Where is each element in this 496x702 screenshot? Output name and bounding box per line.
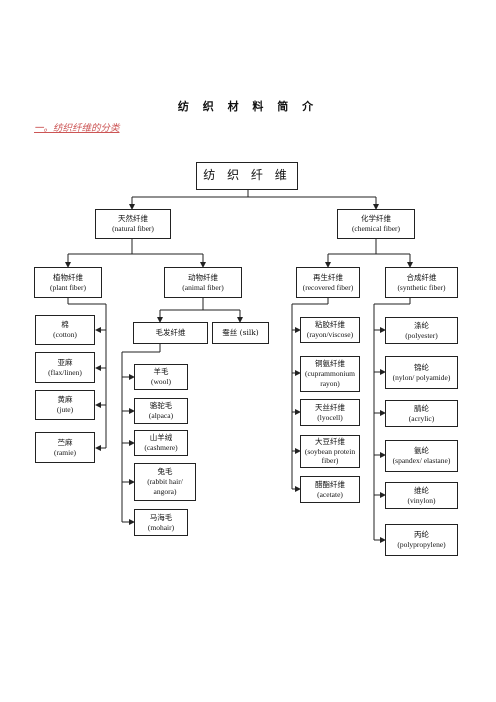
item-zh: 涤纶 — [414, 320, 429, 330]
page-title: 纺 织 材 料 简 介 — [177, 100, 319, 113]
hair-item: 骆驼毛 (alpaca) — [134, 398, 188, 424]
item-en: (acetate) — [317, 489, 343, 499]
item-zh: 醋酯纤维 — [315, 479, 345, 489]
item-en: (wool) — [151, 377, 171, 386]
item-zh: 天丝纤维 — [315, 402, 345, 412]
item-zh: 氨纶 — [414, 446, 429, 456]
item-zh: 羊毛 — [153, 367, 169, 377]
item-zh: 兔毛 — [157, 467, 173, 477]
item-zh: 腈纶 — [414, 403, 429, 413]
item-en: (rayon/viscose) — [306, 330, 354, 339]
natural-zh: 天然纤维 — [118, 214, 148, 224]
item-en: (nylon/ polyamide) — [392, 372, 451, 382]
synthetic-en: (synthetic fiber) — [397, 282, 446, 292]
chemical-fiber-node: 化学纤维 (chemical fiber) — [337, 209, 415, 239]
plant-item: 亚麻 (flax/linen) — [35, 352, 95, 383]
hair-item: 山羊绒 (cashmere) — [134, 430, 188, 456]
recovered-item: 天丝纤维 (lyocell) — [300, 399, 360, 426]
item-zh: 骆驼毛 — [149, 401, 173, 411]
item-en: (vinylon) — [407, 495, 436, 505]
natural-en: (natural fiber) — [112, 224, 154, 233]
plant-item: 黄麻 (jute) — [35, 390, 95, 420]
item-en: (alpaca) — [148, 411, 174, 420]
natural-fiber-node: 天然纤维 (natural fiber) — [95, 209, 171, 239]
plant-zh: 植物纤维 — [53, 272, 83, 282]
item-en: (spandex/ elastane) — [392, 456, 451, 465]
item-en: (rabbit hair/ angora) — [147, 477, 183, 496]
recovered-zh: 再生纤维 — [313, 272, 343, 282]
recovered-item: 醋酯纤维 (acetate) — [300, 476, 360, 503]
item-zh: 粘胶纤维 — [315, 320, 345, 330]
silk-node: 蚕丝 (silk) — [212, 322, 269, 344]
item-en: (jute) — [56, 405, 74, 414]
animal-zh: 动物纤维 — [188, 272, 218, 282]
recovered-item: 铜氨纤维 (cuprammonium rayon) — [300, 356, 360, 392]
synthetic-item: 腈纶 (acrylic) — [385, 400, 458, 427]
animal-fiber-node: 动物纤维 (animal fiber) — [164, 267, 242, 298]
item-en: (polyester) — [405, 330, 438, 340]
hair-label: 毛发纤维 — [155, 328, 186, 338]
plant-item: 棉 (cotton) — [35, 315, 95, 345]
animal-en: (animal fiber) — [182, 282, 224, 292]
item-en: (cotton) — [53, 330, 77, 339]
item-zh: 维纶 — [414, 485, 429, 495]
item-en: (cuprammonium rayon) — [305, 369, 355, 388]
chemical-zh: 化学纤维 — [361, 214, 391, 224]
item-zh: 苎麻 — [57, 437, 73, 447]
plant-fiber-node: 植物纤维 (plant fiber) — [34, 267, 102, 298]
item-en: (lyocell) — [317, 412, 343, 422]
synthetic-item: 氨纶 (spandex/ elastane) — [385, 440, 458, 472]
item-en: (soybean protein fiber) — [304, 446, 356, 466]
silk-label: 蚕丝 (silk) — [222, 328, 259, 338]
synthetic-item: 锦纶 (nylon/ polyamide) — [385, 356, 458, 389]
recovered-item: 大豆纤维 (soybean protein fiber) — [300, 435, 360, 468]
recovered-item: 粘胶纤维 (rayon/viscose) — [300, 317, 360, 343]
plant-item: 苎麻 (ramie) — [35, 432, 95, 463]
synthetic-item: 涤纶 (polyester) — [385, 317, 458, 344]
item-zh: 铜氨纤维 — [315, 359, 345, 369]
hair-fiber-node: 毛发纤维 — [133, 322, 208, 344]
item-zh: 大豆纤维 — [315, 436, 345, 446]
item-zh: 马海毛 — [149, 512, 173, 522]
item-zh: 黄麻 — [57, 395, 73, 405]
section-heading: 一。纺织纤维的分类 — [34, 123, 120, 134]
recovered-en: (recovered fiber) — [302, 282, 354, 292]
item-zh: 棉 — [61, 320, 69, 330]
hair-item: 马海毛 (mohair) — [134, 509, 188, 536]
item-zh: 丙纶 — [414, 530, 429, 540]
item-en: (polypropylene) — [397, 540, 446, 549]
root-node: 纺 织 纤 维 — [196, 162, 298, 190]
root-label: 纺 织 纤 维 — [203, 168, 291, 183]
item-en: (cashmere) — [144, 443, 178, 452]
item-zh: 锦纶 — [414, 362, 429, 372]
synthetic-zh: 合成纤维 — [406, 272, 437, 282]
hair-item: 羊毛 (wool) — [134, 364, 188, 390]
synthetic-item: 维纶 (vinylon) — [385, 482, 458, 509]
recovered-fiber-node: 再生纤维 (recovered fiber) — [296, 267, 360, 298]
item-en: (acrylic) — [408, 413, 435, 423]
plant-en: (plant fiber) — [49, 282, 87, 292]
chemical-en: (chemical fiber) — [351, 224, 401, 233]
synthetic-fiber-node: 合成纤维 (synthetic fiber) — [385, 267, 458, 298]
hair-item: 兔毛 (rabbit hair/ angora) — [134, 463, 196, 501]
item-zh: 山羊绒 — [149, 433, 173, 443]
item-en: (mohair) — [147, 522, 175, 532]
synthetic-item: 丙纶 (polypropylene) — [385, 524, 458, 556]
item-en: (flax/linen) — [48, 367, 82, 377]
item-zh: 亚麻 — [57, 357, 73, 367]
item-en: (ramie) — [53, 447, 77, 457]
